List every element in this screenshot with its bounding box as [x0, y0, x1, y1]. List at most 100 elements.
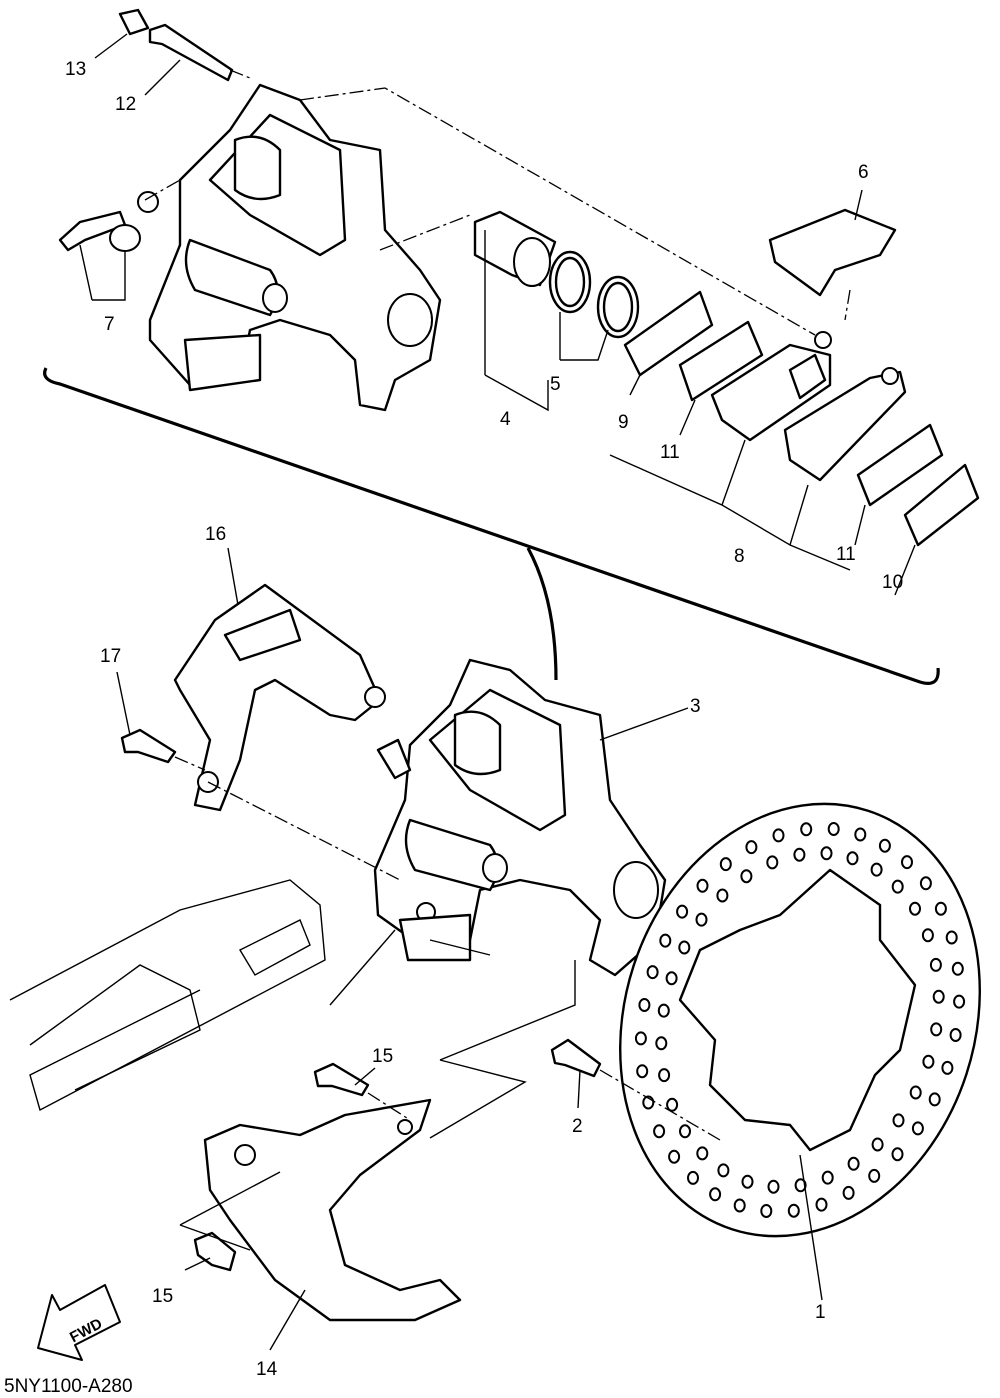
callout-label: 16	[205, 524, 226, 545]
disc-hole	[846, 851, 859, 866]
callout-label: 4	[500, 409, 511, 430]
disc-hole	[821, 1170, 834, 1185]
disc-hole	[760, 1204, 773, 1218]
disc-hole	[717, 1163, 730, 1178]
callout-label: 10	[882, 572, 903, 593]
disc-hole	[678, 940, 691, 955]
guard-bolt-lower	[193, 1231, 237, 1272]
callout-label: 1	[815, 1302, 826, 1323]
callout-label: 11	[836, 544, 856, 565]
guard-bolt-upper	[313, 1062, 370, 1097]
disc-hole	[911, 1121, 924, 1136]
piston-set	[473, 210, 640, 339]
disc-hole	[820, 846, 833, 861]
disc-hole	[934, 901, 947, 916]
disc-hole	[665, 971, 678, 986]
callouts: 1 2 3 4 5 6 7 8 9 10 11 11 12 13 14 15 1…	[65, 59, 903, 1380]
disc-hole	[815, 1197, 828, 1212]
lower-caliper	[373, 658, 667, 977]
disc-hole	[716, 888, 729, 903]
disc-hole	[666, 1097, 679, 1112]
disc-hole	[891, 1147, 904, 1162]
disc-hole	[676, 904, 689, 919]
disc-hole	[668, 1149, 681, 1164]
disc-hole	[949, 1028, 962, 1042]
disc-hole	[909, 1085, 922, 1100]
callout-label: 14	[256, 1359, 278, 1380]
disc-hole	[827, 822, 840, 836]
disc-hole	[868, 1168, 881, 1183]
disc-hole	[653, 1124, 666, 1139]
disc-hole	[871, 1137, 884, 1152]
disc-hole	[634, 1031, 647, 1046]
disc-hole	[655, 1036, 668, 1051]
disc-hole	[767, 1179, 780, 1194]
disc-hole	[854, 827, 867, 842]
disc-hole	[696, 1146, 709, 1161]
disc-hole	[772, 828, 785, 843]
callout-label: 17	[100, 646, 121, 667]
disc-hole	[892, 1113, 905, 1128]
center-lines	[144, 69, 851, 1141]
brake-disc	[619, 802, 981, 1238]
disc-hole	[928, 1092, 941, 1107]
disc-hole	[909, 901, 921, 916]
disc-hole	[679, 1124, 691, 1139]
disc-hole	[929, 957, 942, 972]
disc-hole	[847, 1156, 860, 1171]
callout-label: 11	[660, 442, 680, 463]
disc-hole	[741, 1174, 754, 1189]
disc-hole	[951, 961, 964, 976]
disc-guard	[203, 1098, 462, 1322]
bleed-screw	[58, 191, 159, 252]
callout-label: 2	[572, 1116, 583, 1137]
disc-hole	[794, 1178, 807, 1193]
disc-hole	[921, 928, 934, 943]
disc-bolt	[550, 1038, 602, 1078]
brake-pads	[623, 290, 980, 547]
pad-spring	[768, 208, 897, 297]
bracket-leader	[526, 547, 558, 681]
disc-hole	[919, 876, 932, 891]
disc-hole	[842, 1185, 855, 1200]
disc-hole	[930, 1022, 943, 1037]
disc-hole	[941, 1060, 954, 1075]
disc-hole	[793, 847, 806, 862]
callout-label: 8	[734, 546, 745, 567]
disc-hole	[766, 855, 779, 870]
callout-label: 15	[152, 1286, 173, 1307]
caliper-pin	[148, 23, 234, 82]
disc-hole	[745, 840, 758, 855]
disc-hole	[733, 1198, 746, 1213]
leader-lines	[79, 33, 916, 1351]
disc-hole	[646, 965, 659, 980]
disc-hole	[878, 838, 891, 853]
disc-hole	[695, 912, 708, 927]
bracket-bolt	[120, 728, 177, 764]
disc-hole	[638, 998, 651, 1012]
callout-label: 12	[115, 94, 136, 115]
callout-label: 5	[550, 374, 561, 395]
disc-hole	[636, 1064, 649, 1079]
disc-hole	[922, 1054, 935, 1069]
callout-label: 15	[372, 1046, 393, 1067]
callout-label: 7	[104, 314, 115, 335]
callout-label: 6	[858, 162, 869, 183]
pin-plug	[118, 8, 150, 36]
disc-hole	[800, 822, 813, 837]
disc-hole	[891, 879, 904, 894]
disc-hole	[659, 933, 672, 948]
disc-hole	[945, 930, 958, 945]
disc-hole	[657, 1003, 670, 1018]
callout-label: 3	[690, 696, 701, 717]
fwd-arrow-icon: FWD	[37, 1284, 121, 1361]
disc-hole	[953, 994, 966, 1009]
callout-label: 9	[618, 412, 629, 433]
disc-hole	[658, 1068, 671, 1083]
upper-caliper	[148, 83, 442, 412]
disc-hole	[709, 1187, 722, 1202]
group-bracket	[43, 367, 940, 685]
disc-hole	[932, 989, 945, 1004]
disc-hole	[870, 862, 883, 877]
